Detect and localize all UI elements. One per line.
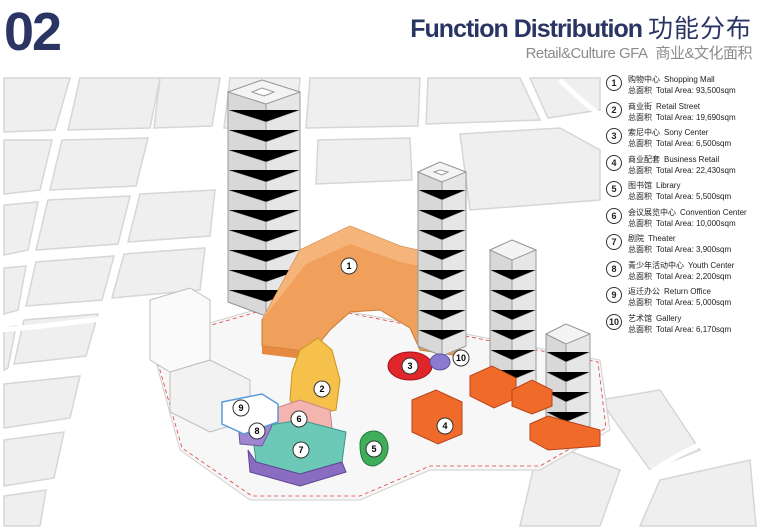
- svg-text:3: 3: [407, 361, 412, 371]
- map-marker-8: 8: [248, 422, 266, 440]
- legend-name-en: Convention Center: [680, 207, 747, 217]
- legend-name-en: Shopping Mall: [664, 75, 715, 84]
- legend-number: 6: [606, 207, 622, 224]
- legend-name-en: Return Office: [664, 287, 711, 296]
- legend-area-en: Total Area: 3,900sqm: [656, 245, 732, 254]
- map-marker-6: 6: [290, 410, 308, 428]
- legend-item-7: 7 剧院 Theater 总面积 Total Area: 3,900sqm: [606, 233, 756, 260]
- legend-area-cn: 总面积: [628, 271, 652, 281]
- legend-area-cn: 总面积: [628, 245, 652, 254]
- svg-text:6: 6: [296, 414, 301, 424]
- legend-name-en: Gallery: [656, 313, 682, 323]
- legend-area-cn: 总面积: [628, 298, 652, 307]
- legend-name-en: Retail Street: [656, 101, 701, 111]
- legend-area-en: Total Area: 2,200sqm: [656, 271, 732, 281]
- shopping-mall-mass: [261, 225, 461, 360]
- tower-2: [416, 161, 468, 357]
- svg-text:1: 1: [346, 261, 351, 271]
- legend-item-9: 9 返迁办公 Return Office 总面积 Total Area: 5,000…: [606, 286, 756, 313]
- page-subtitle: Retail&Culture GFA 商业&文化面积: [410, 44, 753, 64]
- legend-number: 10: [606, 313, 622, 330]
- svg-text:7: 7: [298, 445, 303, 455]
- legend-item-3: 3 索尼中心 Sony Center 总面积 Total Area: 6,500sq…: [606, 127, 756, 154]
- subtitle-cn: 商业&文化面积: [655, 45, 752, 62]
- svg-text:10: 10: [456, 353, 466, 363]
- legend-name-cn: 青少年活动中心: [628, 260, 684, 270]
- map-marker-1: 1: [340, 257, 358, 275]
- legend-number: 2: [606, 101, 622, 118]
- legend-item-4: 4 商业配套 Business Retail 总面积 Total Area: 22,…: [606, 154, 756, 181]
- map-marker-7: 7: [292, 441, 310, 459]
- legend-number: 8: [606, 260, 622, 277]
- legend-number: 1: [606, 75, 622, 91]
- legend-area-en: Total Area: 22,430sqm: [656, 165, 736, 175]
- legend-area-en: Total Area: 6,170sqm: [656, 324, 732, 334]
- legend-name-en: Sony Center: [664, 128, 709, 137]
- legend-name-en: Business Retail: [664, 154, 720, 164]
- legend-item-5: 5 图书馆 Library 总面积 Total Area: 5,500sqm: [606, 180, 756, 207]
- legend-name-cn: 索尼中心: [628, 128, 660, 137]
- legend-name-cn: 返迁办公: [628, 287, 660, 296]
- legend-area-cn: 总面积: [628, 139, 652, 148]
- legend-number: 5: [606, 181, 622, 197]
- tower-3: [488, 239, 538, 393]
- legend-area-en: Total Area: 5,000sqm: [656, 298, 732, 307]
- svg-text:4: 4: [442, 421, 447, 431]
- svg-text:9: 9: [238, 403, 243, 413]
- legend-name-cn: 商业配套: [628, 154, 660, 164]
- svg-text:5: 5: [371, 444, 376, 454]
- legend-area-cn: 总面积: [628, 192, 652, 201]
- legend-item-6: 6 会议展览中心 Convention Center 总面积 Total Area:…: [606, 207, 756, 234]
- legend-item-2: 2 商业街 Retail Street 总面积 Total Area: 19,690…: [606, 101, 756, 128]
- legend-number: 4: [606, 154, 622, 171]
- map-marker-2: 2: [313, 380, 331, 398]
- legend-area-cn: 总面积: [628, 324, 652, 334]
- tower-1: [226, 79, 302, 317]
- legend-number: 9: [606, 287, 622, 303]
- legend-area-cn: 总面积: [628, 112, 652, 122]
- retail-street-mass: [289, 337, 341, 419]
- gallery-mass: [429, 353, 451, 371]
- map-marker-4: 4: [436, 417, 454, 435]
- title-en: Function Distribution: [410, 15, 643, 43]
- svg-text:8: 8: [254, 426, 259, 436]
- legend-name-en: Theater: [648, 234, 676, 243]
- legend-area-en: Total Area: 5,500sqm: [656, 192, 732, 201]
- theater-base: [247, 449, 347, 487]
- legend-item-10: 10 艺术馆 Gallery 总面积 Total Area: 6,170sqm: [606, 313, 756, 340]
- legend-name-cn: 商业街: [628, 101, 652, 111]
- legend-name-cn: 剧院: [628, 234, 644, 243]
- legend-item-1: 1 购物中心 Shopping Mall 总面积 Total Area: 93,50…: [606, 74, 756, 101]
- map-marker-10: 10: [452, 349, 470, 367]
- legend-area-cn: 总面积: [628, 86, 652, 95]
- legend-number: 3: [606, 128, 622, 144]
- legend-area-en: Total Area: 19,690sqm: [656, 112, 736, 122]
- legend-area-cn: 总面积: [628, 218, 652, 228]
- legend-name-en: Youth Center: [688, 260, 735, 270]
- legend-item-8: 8 青少年活动中心 Youth Center 总面积 Total Area: 2,2…: [606, 260, 756, 287]
- title-cn: 功能分布: [647, 15, 752, 43]
- map-marker-5: 5: [365, 440, 383, 458]
- legend-area-en: Total Area: 10,000sqm: [656, 218, 736, 228]
- legend-area-cn: 总面积: [628, 165, 652, 175]
- map-marker-9: 9: [232, 399, 250, 417]
- legend: 1 购物中心 Shopping Mall 总面积 Total Area: 93,50…: [606, 74, 756, 339]
- map-marker-3: 3: [401, 357, 419, 375]
- legend-name-en: Library: [656, 181, 681, 190]
- tower-4: [544, 323, 592, 437]
- legend-area-en: Total Area: 93,500sqm: [656, 86, 736, 95]
- legend-number: 7: [606, 234, 622, 250]
- subtitle-en: Retail&Culture GFA: [525, 45, 648, 62]
- legend-name-cn: 艺术馆: [628, 313, 652, 323]
- legend-name-cn: 图书馆: [628, 181, 652, 190]
- legend-name-cn: 会议展览中心: [628, 207, 676, 217]
- svg-text:2: 2: [319, 384, 324, 394]
- legend-name-cn: 购物中心: [628, 75, 660, 84]
- page-number: 02: [4, 2, 62, 62]
- legend-area-en: Total Area: 6,500sqm: [656, 139, 732, 148]
- city-blocks: [3, 77, 757, 527]
